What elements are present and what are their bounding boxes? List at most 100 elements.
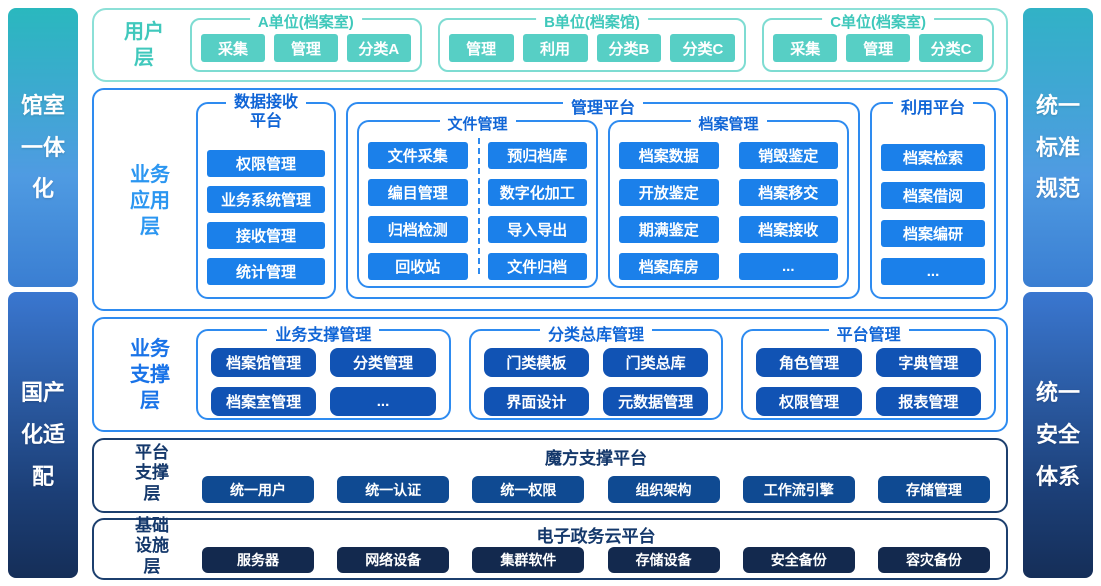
- node-server: 服务器: [202, 547, 314, 573]
- node-archive-receive: 档案接收: [738, 216, 838, 243]
- node-metadata-mgmt: 元数据管理: [603, 387, 709, 416]
- node-archive-research: 档案编研: [881, 220, 985, 247]
- pillar-label: 统一安全体系: [1036, 380, 1081, 489]
- node-archive-room-mgmt: 档案室管理: [211, 387, 317, 416]
- node-cluster-software: 集群软件: [472, 547, 585, 573]
- title-mofang-platform: 魔方支撑平台: [545, 449, 647, 468]
- pillar-label: 国产化适配: [21, 380, 66, 489]
- layer-platform-support: 平台支撑层 魔方支撑平台 统一用户 统一认证 统一权限 组织架构 工作流引擎 存…: [92, 438, 1008, 513]
- subgroup-archive-management: 档案管理 档案数据 销毁鉴定 开放鉴定 档案移交 期满鉴定 档案接收 档案库房 …: [608, 113, 849, 288]
- node-more: ...: [330, 387, 436, 416]
- group-title-business-support: 业务支撑管理: [267, 321, 380, 345]
- node-collect: 采集: [201, 34, 265, 62]
- node-recycle-bin: 回收站: [368, 253, 468, 280]
- node-workflow-engine: 工作流引擎: [742, 476, 855, 503]
- group-title-management-platform: 管理平台: [562, 94, 644, 118]
- node-class-c: 分类C: [670, 34, 736, 62]
- group-title-unit-c: C单位(档案室): [822, 11, 935, 32]
- node-import-export: 导入导出: [487, 216, 587, 243]
- node-dictionary-mgmt: 字典管理: [875, 348, 982, 377]
- node-pre-archive-library: 预归档库: [487, 142, 587, 169]
- node-category-library: 门类总库: [603, 348, 709, 377]
- node-file-collect: 文件采集: [368, 142, 468, 169]
- group-title-unit-a: A单位(档案室): [249, 11, 362, 32]
- node-classification-mgmt: 分类管理: [330, 348, 436, 377]
- group-management-platform: 管理平台 文件管理 文件采集 预归档库 编目管理 数字化加工 归档检测 导入导出…: [346, 94, 860, 299]
- node-unified-permission: 统一权限: [472, 476, 585, 503]
- node-archive-data: 档案数据: [619, 142, 719, 169]
- subgroup-file-management: 文件管理 文件采集 预归档库 编目管理 数字化加工 归档检测 导入导出 回收站 …: [357, 113, 598, 288]
- node-manage: 管理: [846, 34, 911, 62]
- title-egov-cloud: 电子政务云平台: [536, 527, 656, 546]
- dashed-divider: [477, 138, 480, 274]
- node-collect: 采集: [773, 34, 838, 62]
- node-disaster-backup: 容灾备份: [877, 547, 990, 573]
- layer-label-user: 用户层: [124, 21, 164, 69]
- node-manage: 管理: [273, 34, 338, 62]
- node-category-template: 门类模板: [483, 348, 589, 377]
- pillar-label: 馆室一体化: [21, 92, 66, 202]
- node-class-a: 分类A: [346, 34, 411, 62]
- pillar-unified-security: 统一安全体系: [1023, 292, 1093, 578]
- node-ui-design: 界面设计: [483, 387, 589, 416]
- node-archive-transfer: 档案移交: [738, 179, 838, 206]
- pillar-hall-room-integration: 馆室一体化: [8, 8, 78, 287]
- node-org-structure: 组织架构: [607, 476, 720, 503]
- node-expiry-appraisal: 期满鉴定: [619, 216, 719, 243]
- pillar-domestic-adaptation: 国产化适配: [8, 292, 78, 578]
- subgroup-title-archive-management: 档案管理: [690, 113, 767, 134]
- group-platform-mgmt: 平台管理 角色管理 字典管理 权限管理 报表管理: [741, 321, 997, 420]
- node-statistics-mgmt: 统计管理: [207, 258, 325, 285]
- layer-application: 业务应用层 数据接收平台 权限管理 业务系统管理 接收管理 统计管理 管理平台 …: [92, 88, 1008, 311]
- group-classification-library-mgmt: 分类总库管理 门类模板 门类总库 界面设计 元数据管理: [468, 321, 724, 420]
- node-security-backup: 安全备份: [742, 547, 855, 573]
- node-storage-mgmt: 存储管理: [877, 476, 990, 503]
- node-unified-auth: 统一认证: [337, 476, 450, 503]
- group-title-use-platform: 利用平台: [892, 94, 974, 118]
- node-use: 利用: [522, 34, 588, 62]
- node-archive-borrow: 档案借阅: [881, 182, 985, 209]
- layer-infrastructure: 基础设施层 电子政务云平台 服务器 网络设备 集群软件 存储设备 安全备份 容灾…: [92, 516, 1008, 580]
- node-network-device: 网络设备: [337, 547, 450, 573]
- group-use-platform: 利用平台 档案检索 档案借阅 档案编研 ...: [870, 94, 996, 299]
- user-groups: A单位(档案室) 采集 管理 分类A B单位(档案馆) 管理 利用 分类B 分类…: [190, 11, 994, 72]
- node-storage-device: 存储设备: [607, 547, 720, 573]
- layer-label-application: 业务应用层: [130, 163, 170, 238]
- node-permission-mgmt: 权限管理: [756, 387, 862, 416]
- group-unit-b: B单位(档案馆) 管理 利用 分类B 分类C: [437, 11, 747, 72]
- layer-user: 用户层 A单位(档案室) 采集 管理 分类A B单位(档案馆) 管理 利用 分类…: [92, 8, 1008, 82]
- layer-label-infrastructure: 基础设施层: [135, 516, 169, 576]
- node-class-c: 分类C: [919, 34, 984, 62]
- pillar-unified-standards: 统一标准规范: [1023, 8, 1093, 287]
- node-archive-search: 档案检索: [881, 144, 985, 171]
- node-catalog-mgmt: 编目管理: [368, 179, 468, 206]
- group-title-classification-library: 分类总库管理: [539, 321, 653, 345]
- node-archive-check: 归档检测: [368, 216, 468, 243]
- node-file-archiving: 文件归档: [487, 253, 587, 280]
- group-unit-a: A单位(档案室) 采集 管理 分类A: [190, 11, 422, 72]
- node-archive-storeroom: 档案库房: [619, 253, 719, 280]
- node-archive-hall-mgmt: 档案馆管理: [211, 348, 317, 377]
- node-more: ...: [881, 258, 985, 285]
- node-receive-mgmt: 接收管理: [207, 222, 325, 249]
- layer-label-platform-support: 平台支撑层: [135, 443, 169, 503]
- layer-label-support: 业务支撑层: [130, 337, 170, 412]
- pillar-label: 统一标准规范: [1036, 92, 1081, 202]
- node-permission-mgmt: 权限管理: [207, 150, 325, 177]
- node-destroy-appraisal: 销毁鉴定: [738, 142, 838, 169]
- node-manage: 管理: [448, 34, 514, 62]
- node-class-b: 分类B: [596, 34, 662, 62]
- node-unified-user: 统一用户: [202, 476, 314, 503]
- group-title-unit-b: B单位(档案馆): [536, 11, 648, 32]
- node-report-mgmt: 报表管理: [875, 387, 982, 416]
- node-open-appraisal: 开放鉴定: [619, 179, 719, 206]
- node-more: ...: [738, 253, 838, 280]
- subgroup-title-file-management: 文件管理: [439, 113, 516, 134]
- group-title-platform-mgmt: 平台管理: [828, 321, 909, 345]
- node-digitization: 数字化加工: [487, 179, 587, 206]
- main-layers: 用户层 A单位(档案室) 采集 管理 分类A B单位(档案馆) 管理 利用 分类…: [92, 8, 1008, 580]
- group-unit-c: C单位(档案室) 采集 管理 分类C: [762, 11, 994, 72]
- node-business-system-mgmt: 业务系统管理: [207, 186, 325, 213]
- node-role-mgmt: 角色管理: [756, 348, 862, 377]
